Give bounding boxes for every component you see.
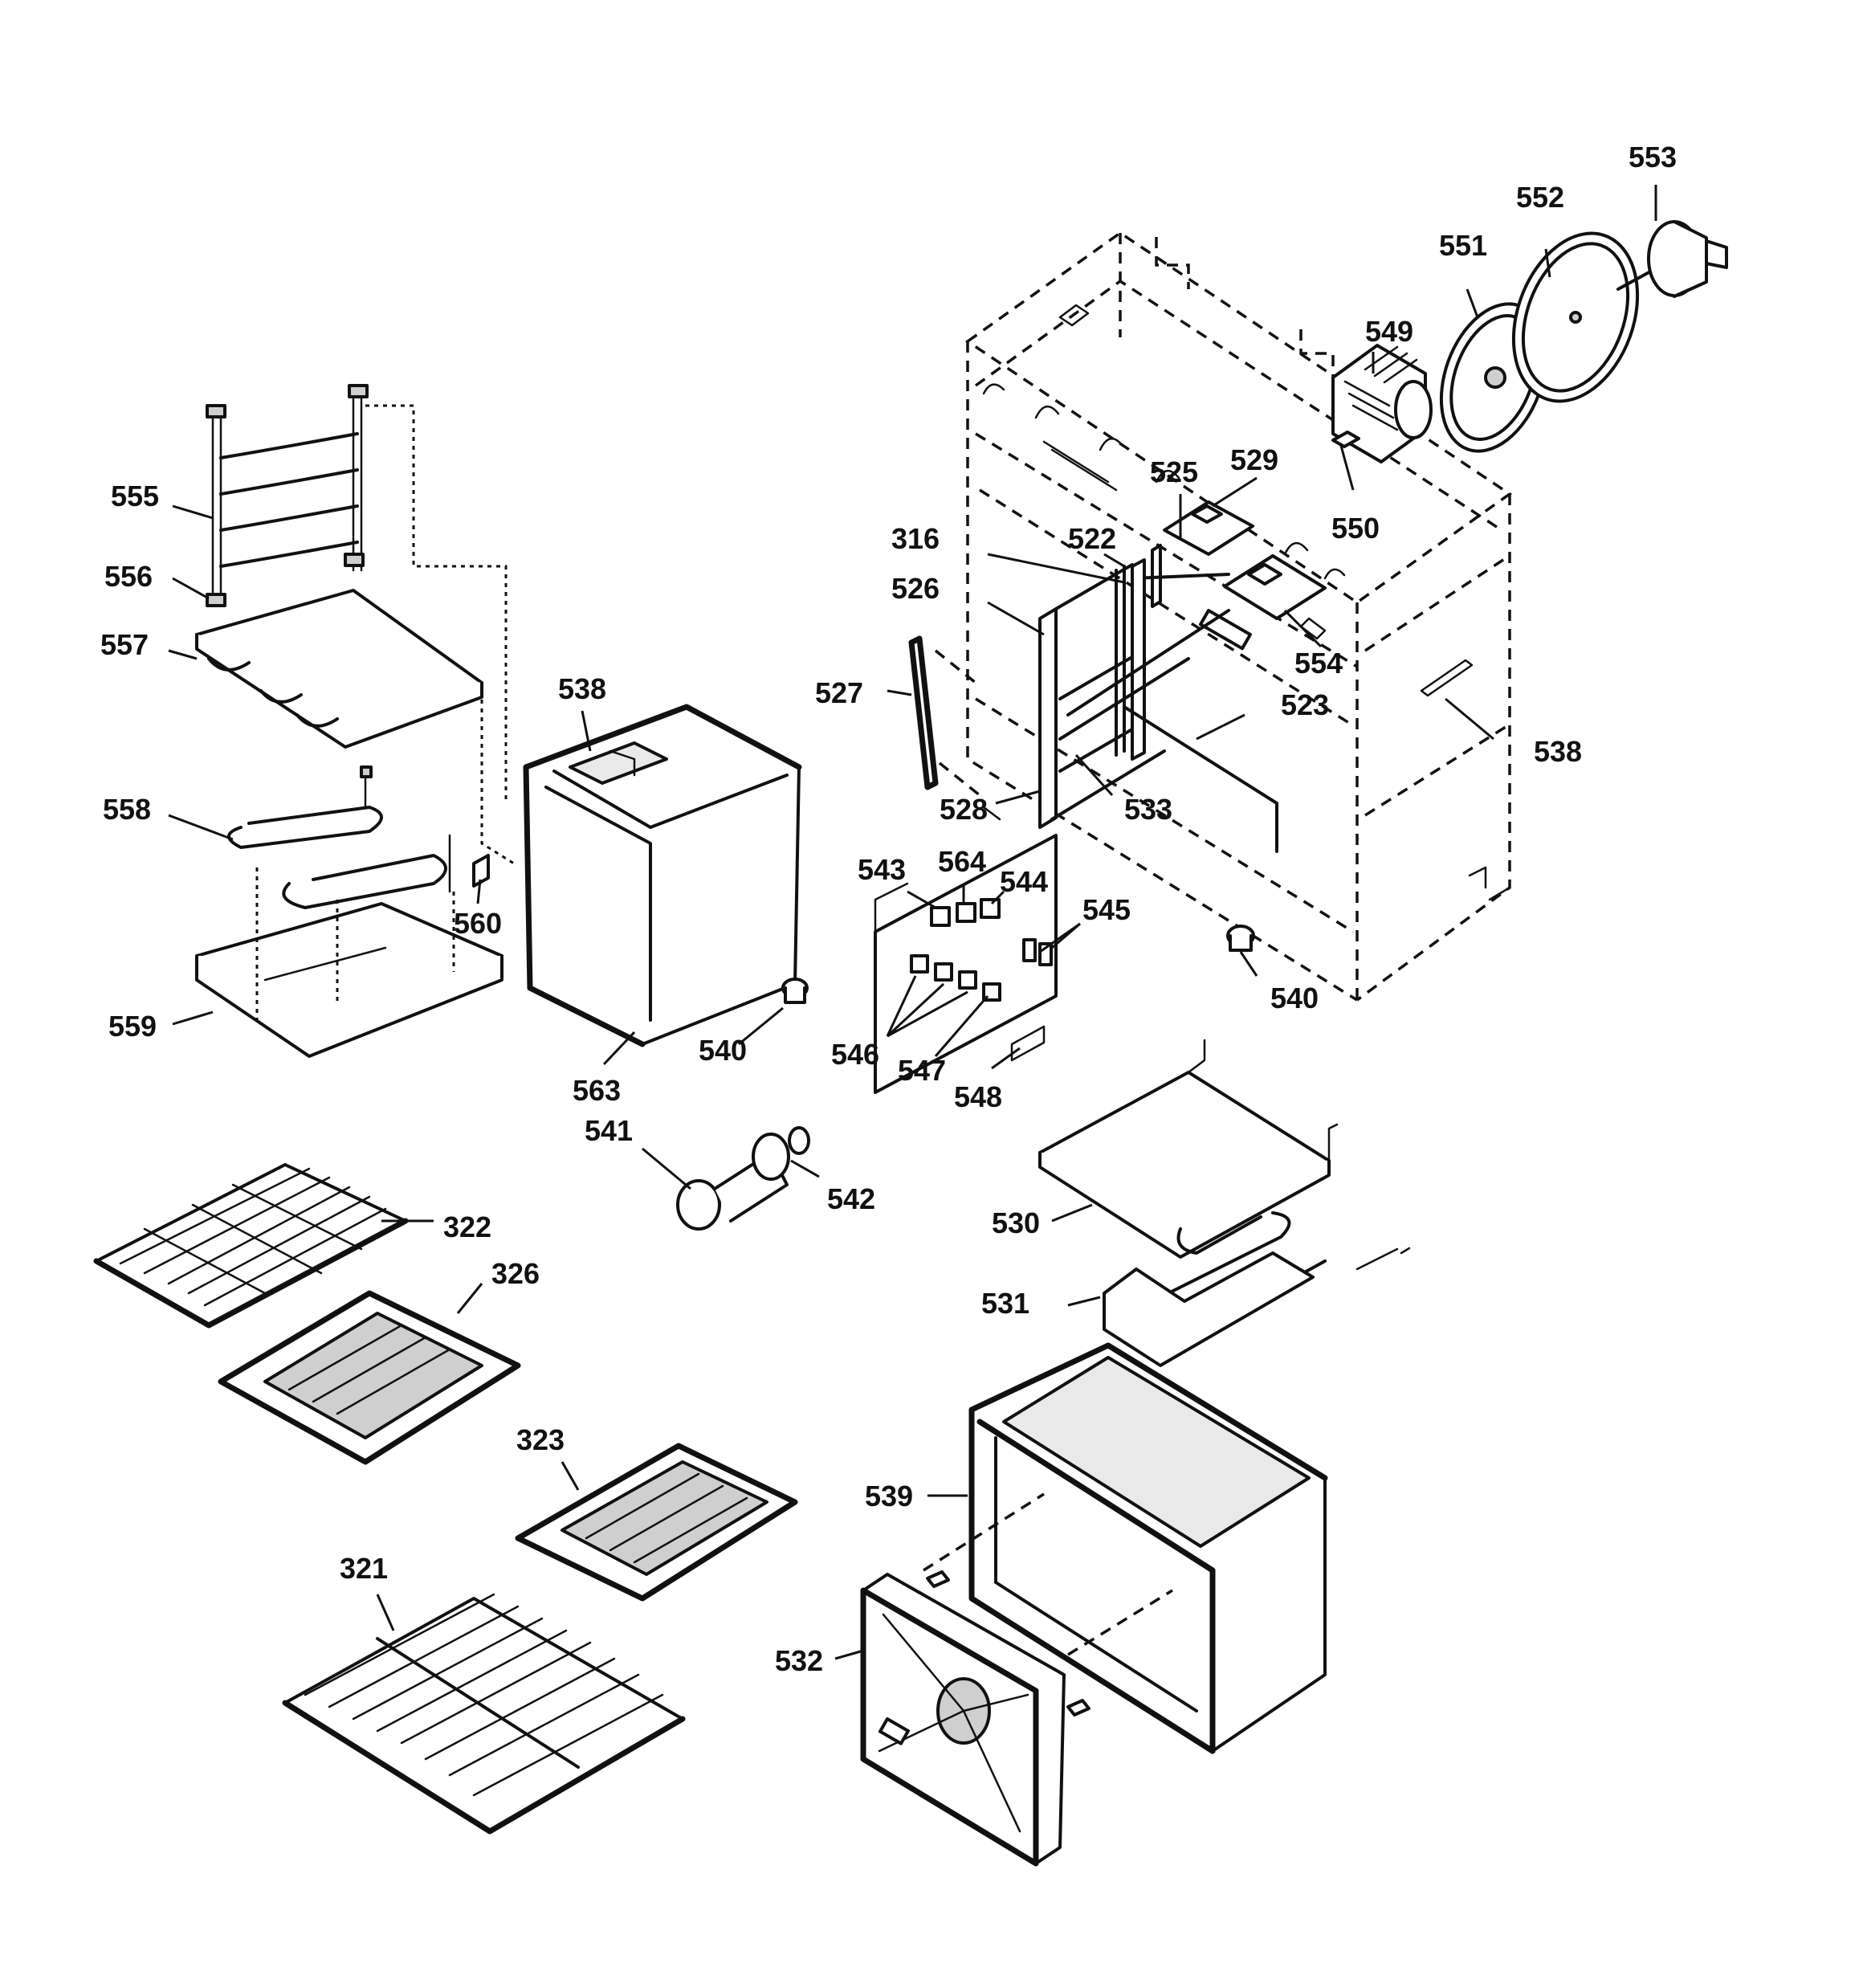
control-board-assembly — [874, 834, 1058, 1094]
label-548: 548 — [954, 1080, 1002, 1113]
label-558: 558 — [103, 793, 151, 826]
upper-oven-liner-563 — [523, 704, 802, 1047]
oven-body-frame — [964, 231, 1513, 1002]
label-541: 541 — [585, 1114, 633, 1147]
convection-housing-549 — [1331, 344, 1433, 463]
label-550: 550 — [1331, 512, 1380, 545]
part-labels: 553 552 551 549 529 525 550 316 522 526 … — [100, 141, 1677, 1677]
rack-supports-555-556 — [206, 384, 369, 607]
label-530: 530 — [992, 1206, 1040, 1239]
element-cover-530 — [1038, 1039, 1339, 1259]
bracket-550 — [1331, 431, 1360, 448]
oven-rack-321 — [282, 1593, 686, 1835]
vent-trim-538b — [1420, 659, 1474, 697]
label-526: 526 — [891, 572, 940, 605]
label-533: 533 — [1124, 793, 1172, 826]
label-539: 539 — [865, 1480, 913, 1512]
lamp-cover-541-542 — [676, 1126, 810, 1231]
label-532: 532 — [775, 1644, 823, 1677]
broil-pan-326 — [218, 1290, 521, 1465]
lamp-socket-540b — [1226, 925, 1255, 952]
label-523: 523 — [1281, 688, 1329, 721]
label-556: 556 — [104, 560, 153, 593]
drip-tray-559 — [195, 902, 503, 1058]
door-gasket-527 — [908, 635, 981, 797]
drawer-back-panel-532 — [860, 1570, 1090, 1867]
label-540b: 540 — [1270, 982, 1319, 1014]
label-555: 555 — [111, 480, 159, 512]
label-543: 543 — [858, 853, 906, 886]
label-547: 547 — [898, 1054, 946, 1087]
dashed-leaders-left — [255, 404, 515, 1020]
label-554: 554 — [1294, 647, 1343, 680]
label-552: 552 — [1516, 181, 1564, 214]
sensor-bracket-529 — [1163, 500, 1254, 556]
drawer-liner-539 — [968, 1342, 1328, 1754]
label-538b: 538 — [1534, 735, 1582, 768]
fan-baffle-552 — [1511, 231, 1640, 403]
broil-pan-323 — [515, 1443, 798, 1602]
label-546: 546 — [831, 1038, 879, 1071]
label-563: 563 — [573, 1074, 621, 1107]
label-531: 531 — [981, 1287, 1029, 1320]
label-559: 559 — [108, 1010, 157, 1043]
label-557: 557 — [100, 628, 149, 661]
label-528: 528 — [940, 793, 988, 826]
clip-560 — [472, 854, 490, 888]
label-542: 542 — [827, 1182, 875, 1215]
label-540a: 540 — [699, 1034, 747, 1067]
label-551: 551 — [1439, 229, 1487, 262]
label-322: 322 — [443, 1210, 491, 1243]
label-529: 529 — [1230, 443, 1278, 476]
bake-element-531 — [1103, 1211, 1411, 1367]
lamp-socket-540a — [781, 978, 809, 1004]
label-564: 564 — [938, 845, 986, 878]
label-316: 316 — [891, 522, 940, 555]
label-323: 323 — [516, 1423, 565, 1456]
label-553: 553 — [1629, 141, 1677, 173]
door-lock-rods-522-316 — [1115, 565, 1230, 757]
label-544: 544 — [1000, 865, 1048, 898]
dashed-leaders-lower — [923, 1492, 1173, 1656]
label-549: 549 — [1365, 315, 1413, 348]
label-525: 525 — [1150, 455, 1198, 488]
leader-lines — [168, 185, 1657, 1660]
broil-element-558 — [227, 765, 451, 909]
label-560: 560 — [454, 907, 502, 940]
broil-element-cover-557 — [195, 589, 483, 749]
label-538a: 538 — [558, 672, 606, 705]
label-326: 326 — [491, 1257, 540, 1290]
label-545: 545 — [1082, 893, 1131, 926]
label-527: 527 — [815, 676, 863, 709]
label-321: 321 — [340, 1552, 388, 1585]
label-522: 522 — [1068, 522, 1116, 555]
rack-support-frame-526-528 — [1038, 558, 1278, 853]
fan-motor-553 — [1616, 220, 1728, 298]
